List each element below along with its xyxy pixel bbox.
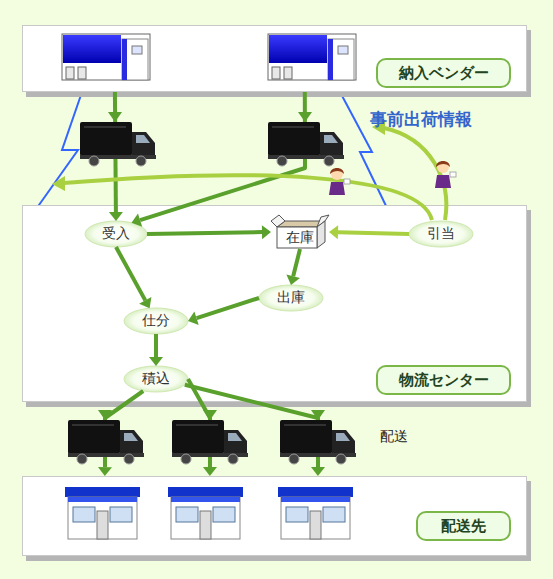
- flow-line: [140, 92, 305, 220]
- annotation-label: 配送: [380, 428, 408, 446]
- flow-arrow: [98, 391, 143, 476]
- truck-icon: [172, 420, 248, 464]
- arrow-head: [203, 410, 217, 420]
- arrow-head: [108, 112, 122, 122]
- box-flap: [271, 215, 285, 227]
- truck-icon: [80, 122, 156, 166]
- node-text: 受入: [85, 221, 147, 247]
- person-icon: [329, 168, 350, 195]
- node-text: 仕分: [124, 308, 188, 334]
- ellipse-shape: [124, 308, 188, 334]
- box-side: [317, 221, 325, 248]
- ellipse-shape: [259, 285, 323, 311]
- band-label: 配送先: [416, 511, 511, 541]
- flow-arrow: [109, 92, 123, 221]
- process-ellipse: 仕分: [124, 308, 188, 334]
- ellipse-shape: [124, 366, 188, 392]
- arrow-head: [203, 467, 217, 476]
- band-label: 納入ベンダー: [376, 58, 511, 88]
- node-text: 引当: [409, 221, 473, 247]
- node-text: 積込: [124, 366, 188, 392]
- process-ellipse: 受入: [85, 221, 147, 247]
- person-icon: [435, 161, 456, 188]
- arrow-head: [98, 467, 112, 476]
- process-ellipse: 出庫: [259, 285, 323, 311]
- arrow-head: [298, 112, 312, 122]
- flow-line: [115, 92, 116, 212]
- band-label: 物流センター: [376, 365, 511, 395]
- process-ellipse: 積込: [124, 366, 188, 392]
- arrow-head: [311, 410, 325, 420]
- flow-line: [105, 391, 143, 467]
- lightning-line: [34, 92, 82, 212]
- swimlane-band: 納入ベンダー: [22, 25, 527, 92]
- process-ellipse: 引当: [409, 221, 473, 247]
- truck-icon: [280, 420, 356, 464]
- swimlane-band: 配送先: [22, 476, 527, 556]
- node-text: 出庫: [259, 285, 323, 311]
- swimlane-band: 物流センター 受入 在庫 引当出庫仕分積込: [22, 205, 527, 402]
- annotation-label: 事前出荷情報: [370, 108, 472, 131]
- ellipse-shape: [409, 221, 473, 247]
- arrow-head: [52, 176, 65, 191]
- stock-box: 在庫: [271, 215, 329, 249]
- truck-icon: [68, 420, 144, 464]
- truck-icon: [268, 122, 344, 166]
- ellipse-shape: [85, 221, 147, 247]
- node-text: 在庫: [271, 221, 329, 255]
- arrow-head: [311, 467, 325, 476]
- arrow-head: [98, 410, 112, 420]
